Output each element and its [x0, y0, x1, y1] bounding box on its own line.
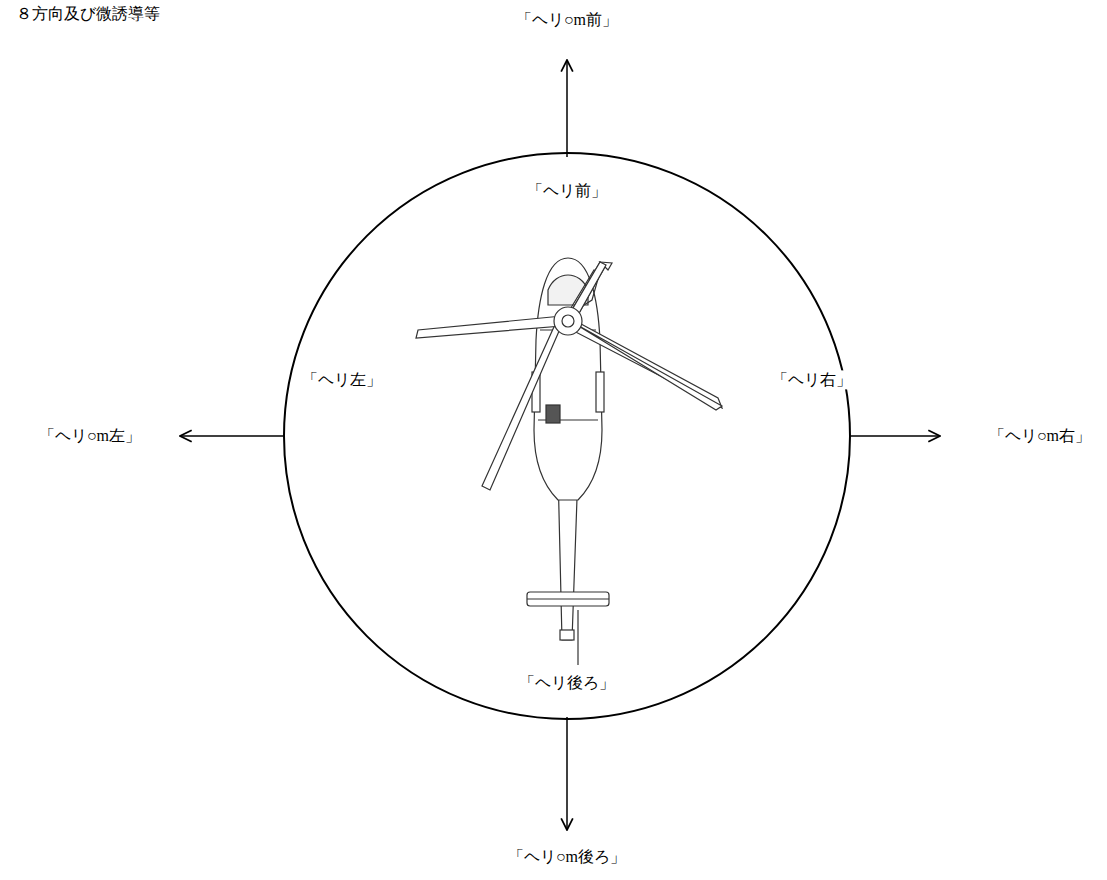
direction-circle: 「ヘリ前」「ヘリ左」 「ヘリ右」「ヘリ後ろ」: [282, 151, 852, 721]
circle-outline: [282, 151, 852, 721]
direction-arrow: [566, 717, 568, 830]
distance-label: 「ヘリ○m前」: [514, 10, 620, 29]
direction-label: 「ヘリ右」: [770, 370, 854, 389]
direction-label: 「ヘリ左」: [300, 370, 384, 389]
distance-label: 「ヘリ○m右」: [987, 426, 1093, 445]
direction-arrow: [566, 60, 568, 157]
diagram-title: ８方向及び微誘導等: [14, 4, 162, 23]
direction-label: 「ヘリ前」: [525, 181, 609, 200]
distance-label: 「ヘリ○m左」: [37, 426, 143, 445]
direction-label: 「ヘリ後ろ」: [517, 673, 617, 692]
direction-arrow: [851, 435, 940, 437]
direction-arrow: [180, 435, 283, 437]
distance-label: 「ヘリ○m後ろ」: [506, 847, 628, 866]
helicopter: [416, 258, 722, 665]
